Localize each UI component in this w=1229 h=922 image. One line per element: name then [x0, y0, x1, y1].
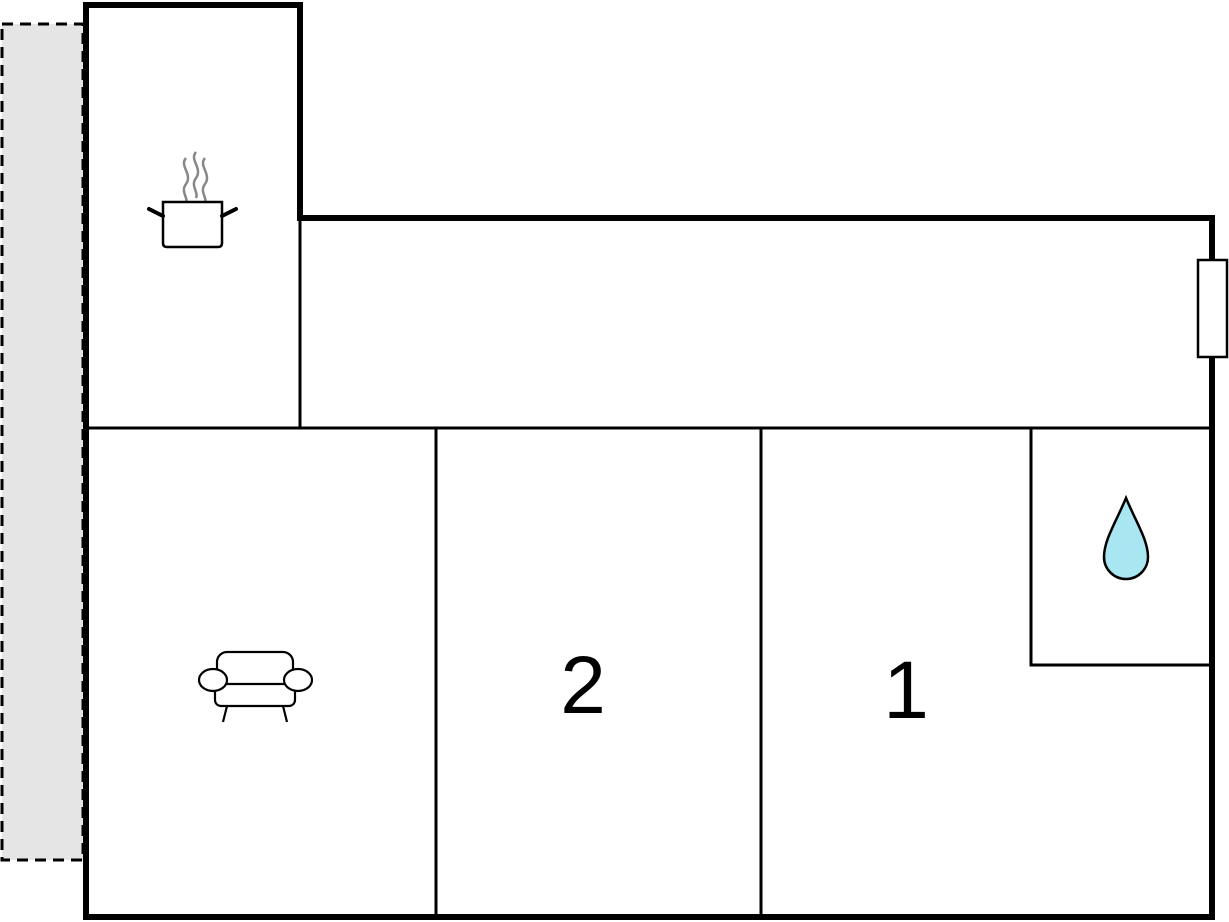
room-label-1: 1: [883, 645, 929, 736]
armchair-icon: [197, 650, 314, 723]
room-bedroom-1: [761, 428, 1212, 916]
room-label-2: 2: [560, 640, 606, 731]
terrace-area: [0, 22, 85, 862]
room-bedroom-2: [436, 428, 761, 916]
rooms: [86, 6, 1212, 916]
window-right: [1196, 258, 1229, 359]
room-hallway: [300, 220, 1212, 428]
interior-walls: [86, 218, 1212, 916]
cooking-pot-icon: [147, 151, 238, 249]
exterior-walls: [83, 2, 1215, 920]
wall-bathroom: [1029, 428, 1212, 667]
water-drop-icon: [1102, 494, 1150, 581]
